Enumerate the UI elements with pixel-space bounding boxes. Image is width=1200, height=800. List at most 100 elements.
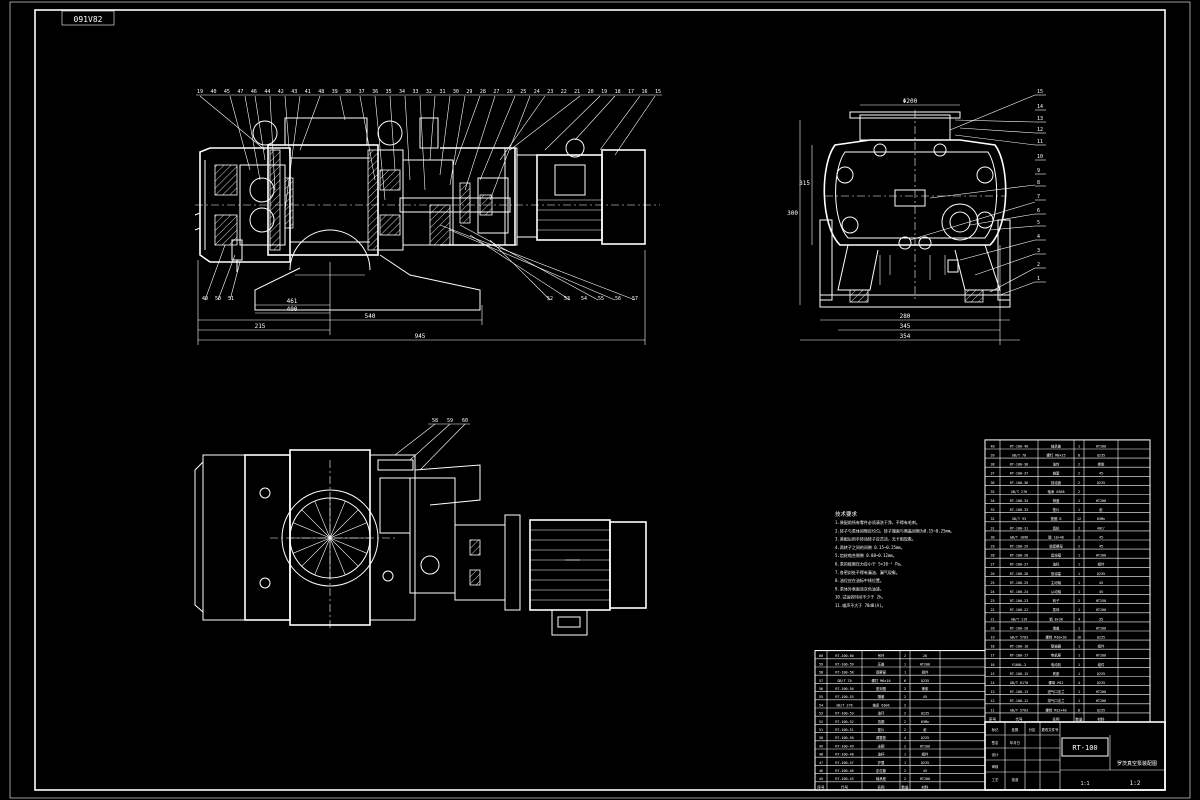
balloon-number: 4: [1037, 234, 1040, 240]
bom-cell: GB/T 93: [1012, 517, 1026, 521]
balloon-number: 55: [598, 296, 604, 302]
bom-cell: HT200: [1096, 654, 1106, 658]
balloon-number: 12: [1037, 127, 1043, 133]
bom-cell: 29: [990, 545, 994, 549]
bom-cell: 排气口法兰: [1048, 698, 1066, 703]
balloon-number: 19: [601, 89, 607, 95]
bom-cell: 锁紧螺母: [1049, 544, 1063, 549]
bom-cell: RT-100-34: [1010, 499, 1028, 503]
bom-cell: 30: [990, 535, 994, 539]
note-line: 7.各密封处不得有漏油、漏气现象。: [835, 569, 900, 575]
title-block-label: 签名: [992, 740, 999, 745]
bom-cell: 8: [1078, 708, 1080, 712]
balloon-number: 6: [1037, 208, 1040, 214]
bom-cell: HT200: [920, 777, 930, 781]
bom-cell: 56: [819, 687, 823, 691]
bom-cell: RT-100-12: [1010, 699, 1028, 703]
bom-cell: 57: [819, 679, 823, 683]
bom-cell: 密封圈: [876, 686, 887, 691]
bom-cell: Q235: [921, 679, 929, 683]
title-block-label: 工艺: [992, 777, 999, 782]
note-line: 10.试运转时间不少于 2h。: [835, 594, 885, 600]
bom-cell: Q235: [921, 736, 929, 740]
bom-cell: 2: [904, 687, 906, 691]
bom-cell: Q235: [1097, 672, 1105, 676]
bom-cell: 35: [1099, 617, 1103, 621]
bom-cell: 1: [1078, 672, 1080, 676]
bom-cell: RT-100-58: [835, 671, 853, 675]
bom-cell: 65Mn: [1097, 517, 1105, 521]
bom-cell: GB/T 119: [1011, 617, 1027, 621]
bom-cell: 护罩: [878, 760, 885, 765]
bom-cell: 轴承 6306: [873, 702, 890, 707]
balloon-number: 5: [1037, 220, 1040, 226]
bom-cell: HT200: [920, 744, 930, 748]
bom-cell: 35: [990, 490, 994, 494]
bom-cell: RT-100-48: [835, 753, 853, 757]
bom-header-cell: 序号: [989, 716, 997, 721]
balloon-number: 54: [581, 296, 587, 302]
bom-cell: 轴承盖: [1051, 443, 1062, 448]
bom-cell: 18: [990, 645, 994, 649]
note-line: 6.泵的极限压力应小于 5×10⁻² Pa。: [835, 561, 904, 567]
bom-cell: 齿轮箱: [1051, 553, 1062, 558]
balloon-number: 8: [1037, 180, 1040, 186]
note-line: 4.两转子之间的间隙 0.15~0.25mm。: [835, 544, 905, 550]
bom-cell: 纸: [923, 727, 927, 732]
balloon-number: 36: [372, 89, 378, 95]
dim-front-length: 945: [415, 333, 426, 340]
bom-cell: 45: [923, 769, 927, 773]
bom-cell: 51: [819, 728, 823, 732]
balloon-number: 15: [655, 89, 661, 95]
bom-cell: 压盖: [878, 661, 885, 666]
note-line: 5.齿轮啮合侧隙 0.08~0.12mm。: [835, 552, 897, 558]
bom-cell: 螺栓 M10×30: [1045, 635, 1066, 640]
bom-cell: 4: [1078, 681, 1080, 685]
bom-cell: 16: [1077, 636, 1081, 640]
bom-cell: 电动机: [1051, 662, 1062, 667]
bom-cell: 1: [1078, 554, 1080, 558]
bom-cell: 1: [904, 761, 906, 765]
bom-cell: 32: [990, 517, 994, 521]
bom-cell: 1: [1078, 508, 1080, 512]
bom-cell: 40: [990, 444, 994, 448]
bom-header-cell: 数量: [1075, 716, 1083, 721]
bom-cell: 放油塞: [1051, 571, 1062, 576]
bom-cell: 垫片: [878, 727, 885, 732]
dim-side-width-1: 345: [900, 323, 911, 330]
bom-header-cell: 材料: [1097, 716, 1105, 721]
bom-cell: 挡油盘: [1051, 480, 1062, 485]
balloon-number: 40: [210, 89, 216, 95]
bom-cell: HT200: [1096, 626, 1106, 630]
bom-cell: 52: [819, 720, 823, 724]
bom-cell: RT-100-49: [835, 744, 853, 748]
bom-cell: 2: [904, 703, 906, 707]
dim-front-sub-1: 540: [365, 313, 376, 320]
bom-cell: 螺母 M12: [1049, 680, 1064, 685]
bom-cell: 底座: [1053, 671, 1060, 676]
balloon-number: 47: [237, 89, 243, 95]
bom-cell: 37: [990, 472, 994, 476]
bom-cell: RT-100-20: [1010, 626, 1028, 630]
bom-cell: RT-100-22: [1010, 608, 1028, 612]
bom-cell: Q235: [1097, 572, 1105, 576]
bom-cell: 1: [1078, 444, 1080, 448]
technical-notes: 技术要求 1.装配前所有零件必须清洗干净，不得有毛刺。2.转子与泵体间隙应均匀，…: [835, 510, 954, 608]
dim-front-sub-4: 215: [255, 323, 266, 330]
title-block-label: 审核: [992, 764, 999, 769]
note-line: 2.转子与泵体间隙应均匀，转子端面与侧盖间隙为0.15~0.25mm。: [835, 527, 954, 533]
bom-cell: 螺钉 M8×25: [1046, 453, 1065, 458]
bom-cell: RT-100-53: [835, 712, 853, 716]
bom-cell: 1: [1078, 499, 1080, 503]
bom-cell: RT-100-23: [1010, 599, 1028, 603]
bom-cell: 4: [1078, 617, 1080, 621]
dim-side-top: Φ200: [903, 98, 918, 105]
bom-cell: 2: [904, 777, 906, 781]
bom-cell: 1: [1078, 581, 1080, 585]
bom-cell: Q235: [921, 761, 929, 765]
bom-cell: 橡胶: [922, 686, 929, 691]
bom-cell: 齿轮: [1053, 525, 1060, 530]
